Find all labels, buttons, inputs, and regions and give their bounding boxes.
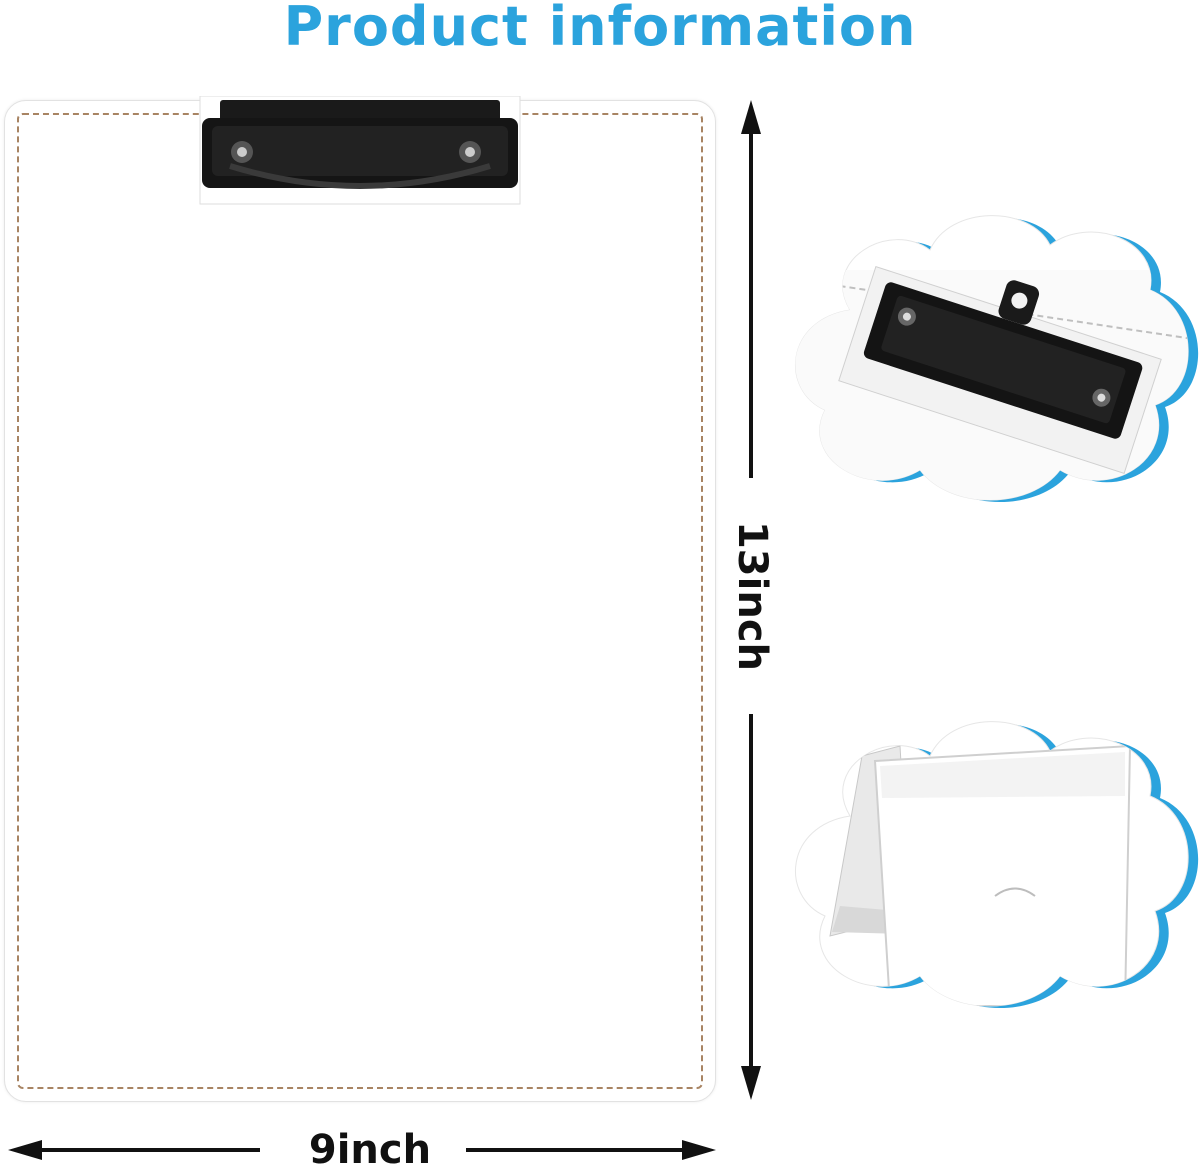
stitching-border — [17, 113, 703, 1089]
width-label: 9inch — [308, 1127, 432, 1173]
height-label: 13inch — [729, 520, 775, 672]
clip-detail-cloud — [794, 215, 1199, 502]
stand-detail-cloud — [794, 721, 1199, 1008]
clipboard-board — [4, 100, 716, 1102]
clip-icon — [199, 96, 521, 205]
page-title: Product information — [283, 0, 917, 58]
